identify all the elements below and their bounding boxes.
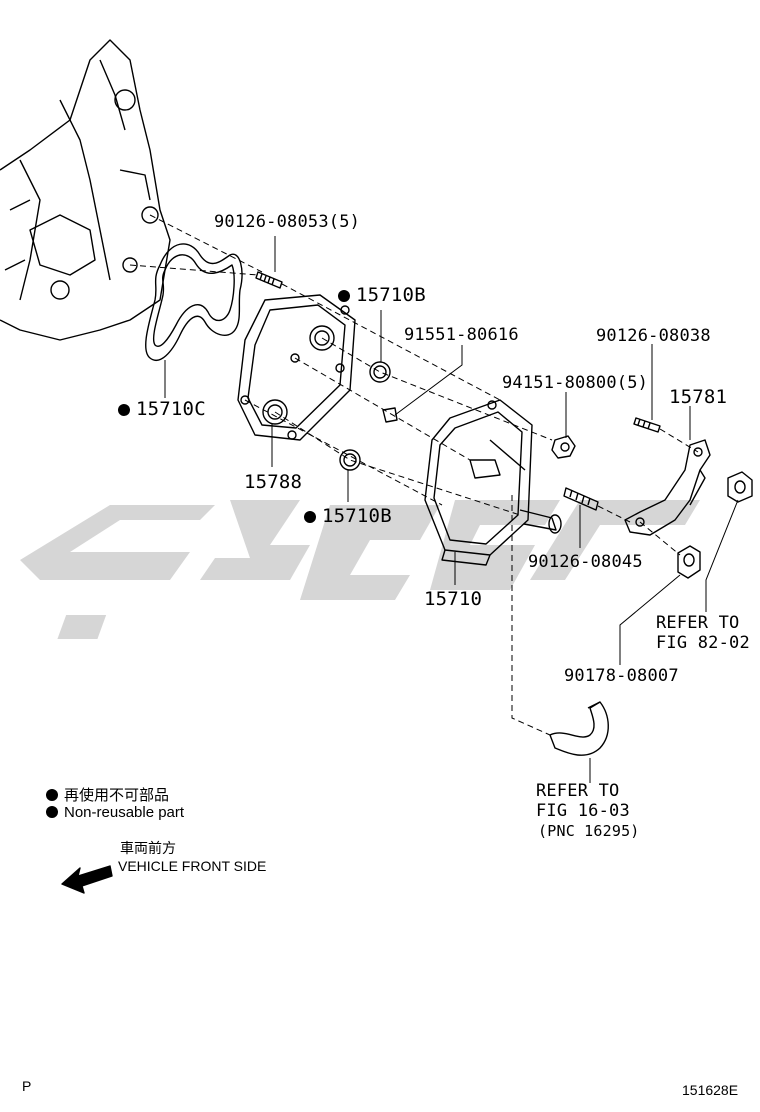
label-15710: 15710 bbox=[424, 588, 483, 610]
oring-15710B-bottom bbox=[339, 449, 361, 471]
plate-15788 bbox=[237, 294, 356, 441]
label-15710B-bottom: 15710B bbox=[304, 505, 392, 527]
grommet-fig-82-02 bbox=[727, 471, 753, 503]
label-refer-fig-16-03-line3: (PNC 16295) bbox=[538, 822, 640, 840]
legend-dot-icon bbox=[46, 806, 58, 818]
stud-90126-08045 bbox=[563, 487, 599, 511]
label-refer-fig-16-03-line2: FIG 16-03 bbox=[536, 801, 630, 821]
label-90126-08038: 90126-08038 bbox=[596, 326, 711, 346]
oring-15710B-top bbox=[369, 361, 391, 383]
engine-block bbox=[0, 39, 171, 341]
label-15710B-top: 15710B bbox=[338, 284, 426, 306]
label-15710C: 15710C bbox=[118, 398, 206, 420]
label-refer-fig-82-02-line2: FIG 82-02 bbox=[656, 633, 750, 653]
label-15788: 15788 bbox=[244, 471, 303, 493]
hose-fig-16-03 bbox=[549, 701, 609, 756]
legend-dot-icon bbox=[46, 789, 58, 801]
footer-right: 151628E bbox=[682, 1082, 739, 1098]
front-arrow-icon bbox=[61, 865, 113, 894]
label-90126-08045: 90126-08045 bbox=[528, 552, 643, 572]
label-refer-fig-16-03-line1: REFER TO bbox=[536, 781, 620, 801]
nut-94151-80800 bbox=[551, 435, 576, 459]
nonreusable-dot-icon bbox=[338, 290, 350, 302]
label-94151-80800: 94151-80800(5) bbox=[502, 373, 649, 393]
bolt-91551-80616 bbox=[382, 407, 398, 423]
legend-jp-front: 車両前方 bbox=[120, 840, 176, 856]
legend-en-nonreusable: Non-reusable part bbox=[46, 804, 184, 821]
bracket-15781 bbox=[624, 439, 711, 536]
watermark-logo bbox=[20, 500, 700, 639]
label-91551-80616: 91551-80616 bbox=[404, 325, 519, 345]
legend-en-front: VEHICLE FRONT SIDE bbox=[118, 858, 267, 874]
footer-left: P bbox=[22, 1078, 32, 1094]
stud-90126-08053 bbox=[255, 271, 283, 289]
label-90126-08053: 90126-08053(5) bbox=[214, 212, 361, 232]
grommet-90178-08007 bbox=[677, 545, 701, 579]
stud-90126-08038 bbox=[633, 417, 661, 433]
label-15781: 15781 bbox=[669, 386, 728, 408]
label-refer-fig-82-02-line1: REFER TO bbox=[656, 613, 740, 633]
gasket-15710C bbox=[145, 243, 243, 361]
nonreusable-dot-icon bbox=[304, 511, 316, 523]
legend-jp-nonreusable: 再使用不可部品 bbox=[46, 784, 169, 805]
label-90178-08007: 90178-08007 bbox=[564, 666, 679, 686]
nonreusable-dot-icon bbox=[118, 404, 130, 416]
